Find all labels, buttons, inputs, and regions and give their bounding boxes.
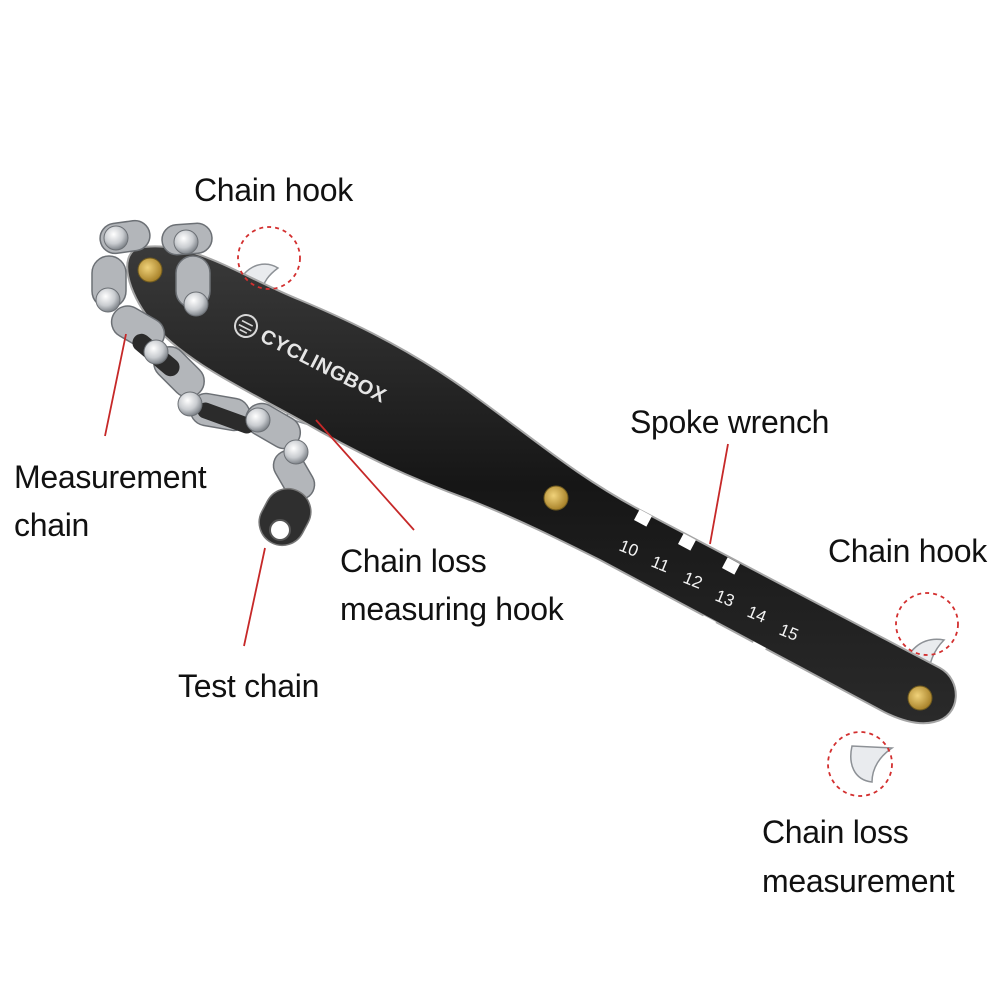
highlight-right-chain-hook xyxy=(895,592,959,656)
label-spoke-wrench: Spoke wrench xyxy=(630,404,830,440)
highlight-circles xyxy=(237,226,959,797)
label-measurement-chain-line1: Measurement xyxy=(14,459,207,495)
label-chain-loss-hook-line1: Chain loss xyxy=(340,543,487,579)
label-chain-loss-measurement-line2: measurement xyxy=(762,863,955,899)
label-chain-loss-hook-line2: measuring hook xyxy=(340,591,564,627)
highlight-chain-loss xyxy=(827,731,893,797)
rivet-right xyxy=(907,685,933,711)
rivet-middle xyxy=(543,485,569,511)
test-chain-link xyxy=(258,487,312,547)
label-test-chain: Test chain xyxy=(178,668,320,704)
leader-lines xyxy=(104,333,729,647)
spoke-wrench-notches xyxy=(634,509,766,659)
leader-measurement-chain xyxy=(104,333,127,437)
label-chain-hook-right: Chain hook xyxy=(828,533,987,569)
label-chain-hook-top: Chain hook xyxy=(194,172,353,208)
label-chain-loss-measurement-line1: Chain loss xyxy=(762,814,909,850)
highlight-top-chain-hook xyxy=(237,226,301,290)
chain-loss-blade xyxy=(850,745,895,783)
leader-measuring-hook xyxy=(315,419,415,531)
rivet-left xyxy=(137,257,163,283)
leader-test-chain xyxy=(243,547,266,647)
measurement-chain xyxy=(91,219,316,547)
label-measurement-chain-line2: chain xyxy=(14,507,90,543)
leader-spoke-wrench xyxy=(709,443,729,545)
wrench-size: 11 xyxy=(649,552,672,576)
tool-body xyxy=(126,245,957,725)
